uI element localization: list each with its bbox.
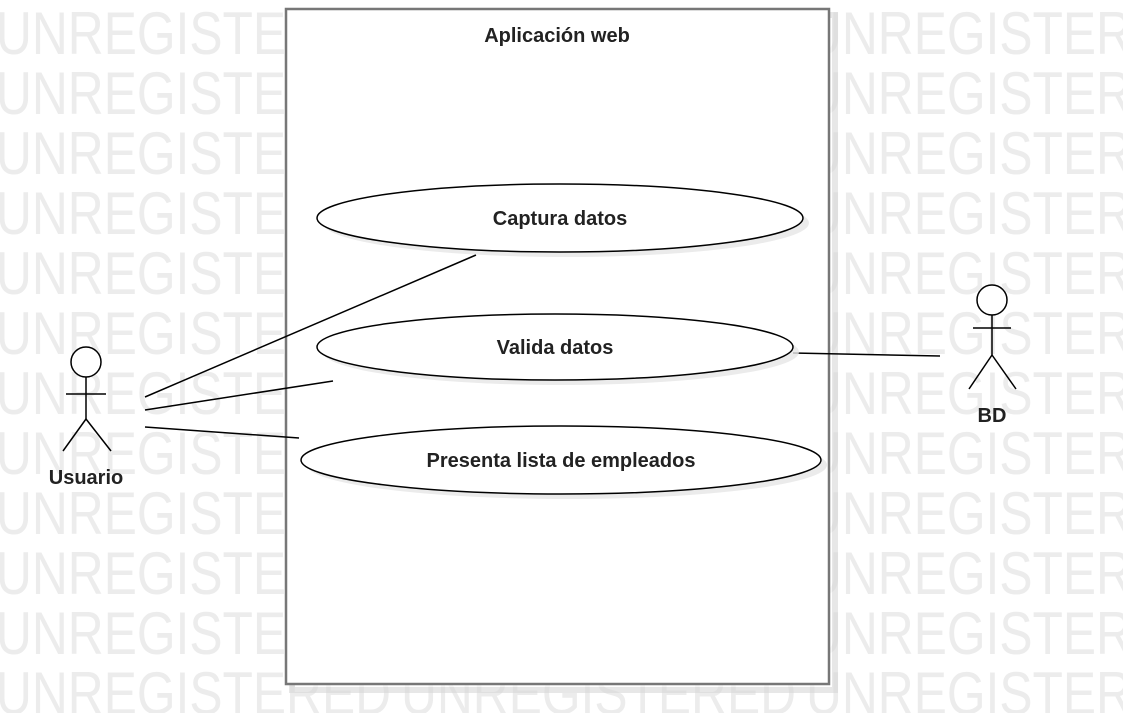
- watermark-text: UNREGISTERED: [806, 480, 1123, 547]
- actor-usuario[interactable]: Usuario: [49, 346, 123, 489]
- use-case-label: Captura datos: [493, 208, 627, 230]
- association-usuario-presenta: [144, 426, 300, 439]
- watermark-text: UNREGISTERED: [806, 660, 1123, 713]
- watermark-text: UNREGISTERED: [806, 600, 1123, 667]
- watermark-text: UNREGISTERED: [806, 240, 1123, 307]
- watermark-text: UNREGISTERED: [806, 360, 1123, 427]
- use-case-label: Presenta lista de empleados: [426, 450, 695, 472]
- watermark-text: UNREGISTERED: [806, 60, 1123, 127]
- watermark-text: UNREGISTERED: [806, 540, 1123, 607]
- actor-label: BD: [978, 405, 1007, 427]
- watermark-text: UNREGISTERED: [806, 420, 1123, 487]
- watermark-text: UNREGISTERED: [806, 180, 1123, 247]
- watermark-text: UNREGISTERED: [806, 120, 1123, 187]
- stick-figure-icon: [968, 284, 1017, 390]
- use-case-presenta-lista[interactable]: Presenta lista de empleados: [300, 425, 827, 499]
- watermark-text: UNREGISTERED: [806, 0, 1123, 67]
- actor-label: Usuario: [49, 467, 123, 489]
- use-case-label: Valida datos: [497, 337, 614, 359]
- actor-bd[interactable]: BD: [968, 284, 1017, 427]
- association-usuario-captura: [144, 254, 477, 398]
- association-bd-valida: [792, 352, 941, 357]
- stick-figure-icon: [62, 346, 112, 452]
- associations: [144, 254, 941, 439]
- system-title: Aplicación web: [484, 25, 630, 47]
- association-usuario-valida: [144, 380, 334, 411]
- use-case-captura-datos[interactable]: Captura datos: [316, 183, 809, 257]
- watermark-text: UNREGISTERED: [806, 300, 1123, 367]
- use-case-valida-datos[interactable]: Valida datos: [316, 313, 799, 385]
